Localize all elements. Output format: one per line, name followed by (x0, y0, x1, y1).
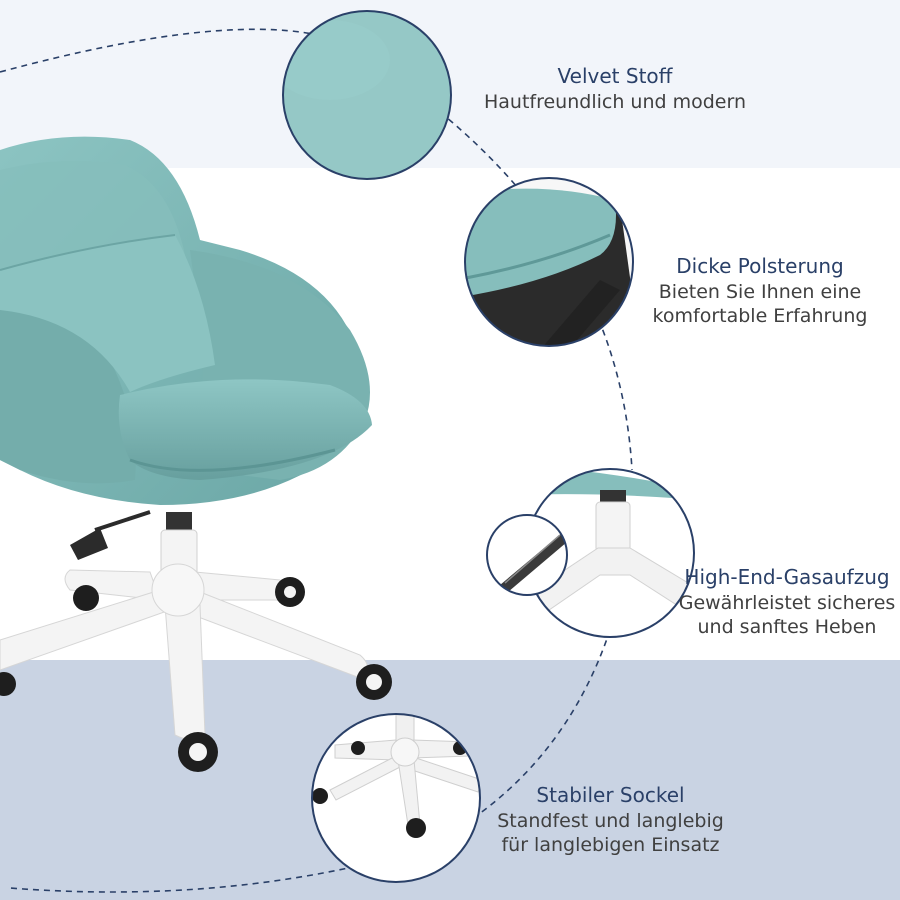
feature-base: Stabiler Sockel Standfest und langlebig … (478, 781, 743, 857)
feature-cushion: Dicke Polsterung Bieten Sie Ihnen eine k… (625, 252, 895, 328)
feature-description: Gewährleistet sicheres (678, 592, 896, 614)
detail-circle-base (312, 714, 480, 882)
feature-title: High-End-Gasaufzug (684, 565, 890, 589)
feature-title: Velvet Stoff (557, 64, 673, 88)
feature-title: Dicke Polsterung (676, 254, 844, 278)
feature-title: Stabiler Sockel (536, 783, 685, 807)
detail-circle-lever (487, 515, 567, 595)
feature-description: für langlebigen Einsatz (501, 834, 720, 856)
feature-description: komfortable Erfahrung (652, 305, 868, 327)
feature-description: Hautfreundlich und modern (483, 91, 746, 113)
dashed-arc (0, 28, 633, 893)
feature-velvet: Velvet Stoff Hautfreundlich und modern (460, 62, 770, 114)
detail-circle-cushion (465, 178, 633, 346)
feature-description: Bieten Sie Ihnen eine (658, 281, 862, 303)
feature-description: Standfest und langlebig (497, 810, 724, 832)
office-chair (0, 136, 392, 772)
feature-gaslift: High-End-Gasaufzug Gewährleistet sichere… (676, 563, 898, 639)
feature-description: und sanftes Heben (697, 616, 877, 638)
